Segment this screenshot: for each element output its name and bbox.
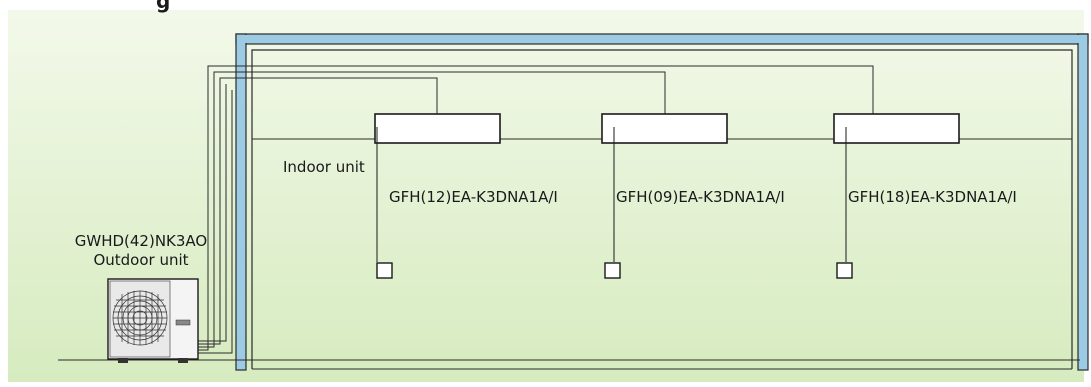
controller-icon [836,262,853,279]
refrigerant-pipes [198,65,874,354]
indoor-unit-2 [601,113,728,279]
outdoor-model-label: GWHD(42)NK3AO [75,232,207,250]
indoor-unit-label: Indoor unit [283,158,365,176]
outdoor-logo [175,319,191,326]
indoor-unit-1-model: GFH(12)EA-K3DNA1A/I [389,188,558,206]
controller-icon [376,262,393,279]
outdoor-unit [107,278,199,363]
fan-grill-icon [112,290,168,346]
heading-fragment: g [156,0,170,13]
controller-icon [604,262,621,279]
indoor-unit-2-model: GFH(09)EA-K3DNA1A/I [616,188,785,206]
outdoor-unit-label: Outdoor unit [93,251,188,269]
indoor-unit-3-model: GFH(18)EA-K3DNA1A/I [848,188,1017,206]
indoor-unit-1 [374,113,501,279]
indoor-unit-3 [833,113,960,279]
